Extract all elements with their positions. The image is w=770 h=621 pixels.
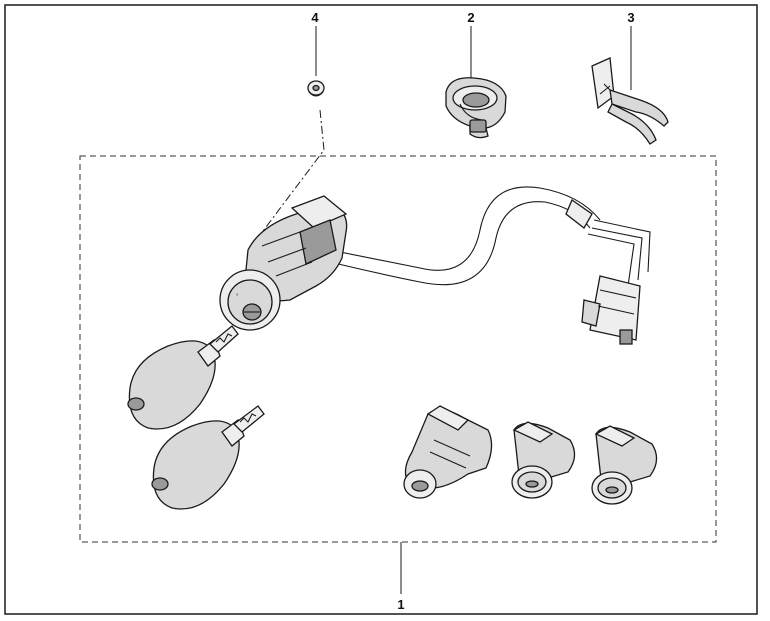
kit-boundary <box>79 155 717 543</box>
wiring-connector <box>581 275 641 345</box>
callout-label-1: 1 <box>397 597 404 612</box>
door-lock-cylinder-2 <box>511 421 576 499</box>
callout-label-3: 3 <box>627 10 634 25</box>
door-lock-cylinder-1 <box>403 405 493 499</box>
svg-text:°: ° <box>236 294 239 300</box>
ignition-switch-part: ° <box>219 186 651 345</box>
spring-bracket-part <box>591 57 669 145</box>
callout-label-2: 2 <box>467 10 474 25</box>
key-fob-upper <box>127 325 239 430</box>
callout-1[interactable]: 1 <box>397 542 405 612</box>
outer-frame <box>4 4 758 615</box>
door-lock-cylinder-3 <box>591 425 658 505</box>
callout-3[interactable]: 3 <box>627 10 635 90</box>
callout-label-4: 4 <box>311 10 319 25</box>
callout-2[interactable]: 2 <box>467 10 475 78</box>
key-fob-lower <box>151 405 265 510</box>
screw-part <box>307 80 325 97</box>
retaining-clip-part <box>445 77 507 139</box>
callout-4[interactable]: 4 <box>311 10 319 76</box>
